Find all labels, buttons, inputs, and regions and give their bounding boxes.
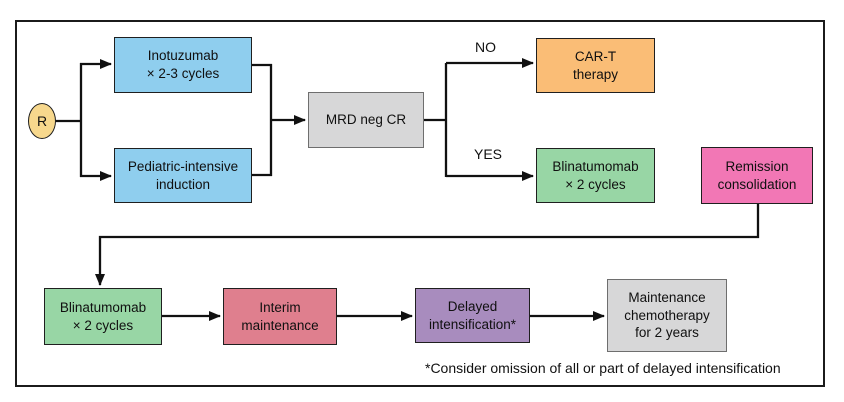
randomization-node: R [28, 103, 56, 139]
node-blinatumomab-maintenance: Blinatumomab × 2 cycles [44, 288, 162, 345]
node-maintenance-chemotherapy: Maintenance chemotherapy for 2 years [607, 279, 727, 352]
node-blinatumomab-consolidation: Blinatumomab × 2 cycles [536, 148, 655, 203]
footnote-text: *Consider omission of all or part of del… [425, 360, 781, 376]
node-inotuzumab: Inotuzumab × 2-3 cycles [114, 37, 252, 93]
branch-label-yes: YES [474, 146, 503, 162]
node-delayed-intensification: Delayed intensification* [415, 288, 530, 343]
node-car-t-therapy: CAR-T therapy [536, 38, 655, 93]
node-interim-maintenance: Interim maintenance [223, 288, 337, 345]
node-pediatric-induction: Pediatric-intensive induction [114, 148, 252, 203]
branch-label-no: NO [475, 39, 496, 55]
node-mrd-neg-cr: MRD neg CR [308, 92, 424, 148]
node-remission-consolidation: Remission consolidation [701, 147, 813, 204]
